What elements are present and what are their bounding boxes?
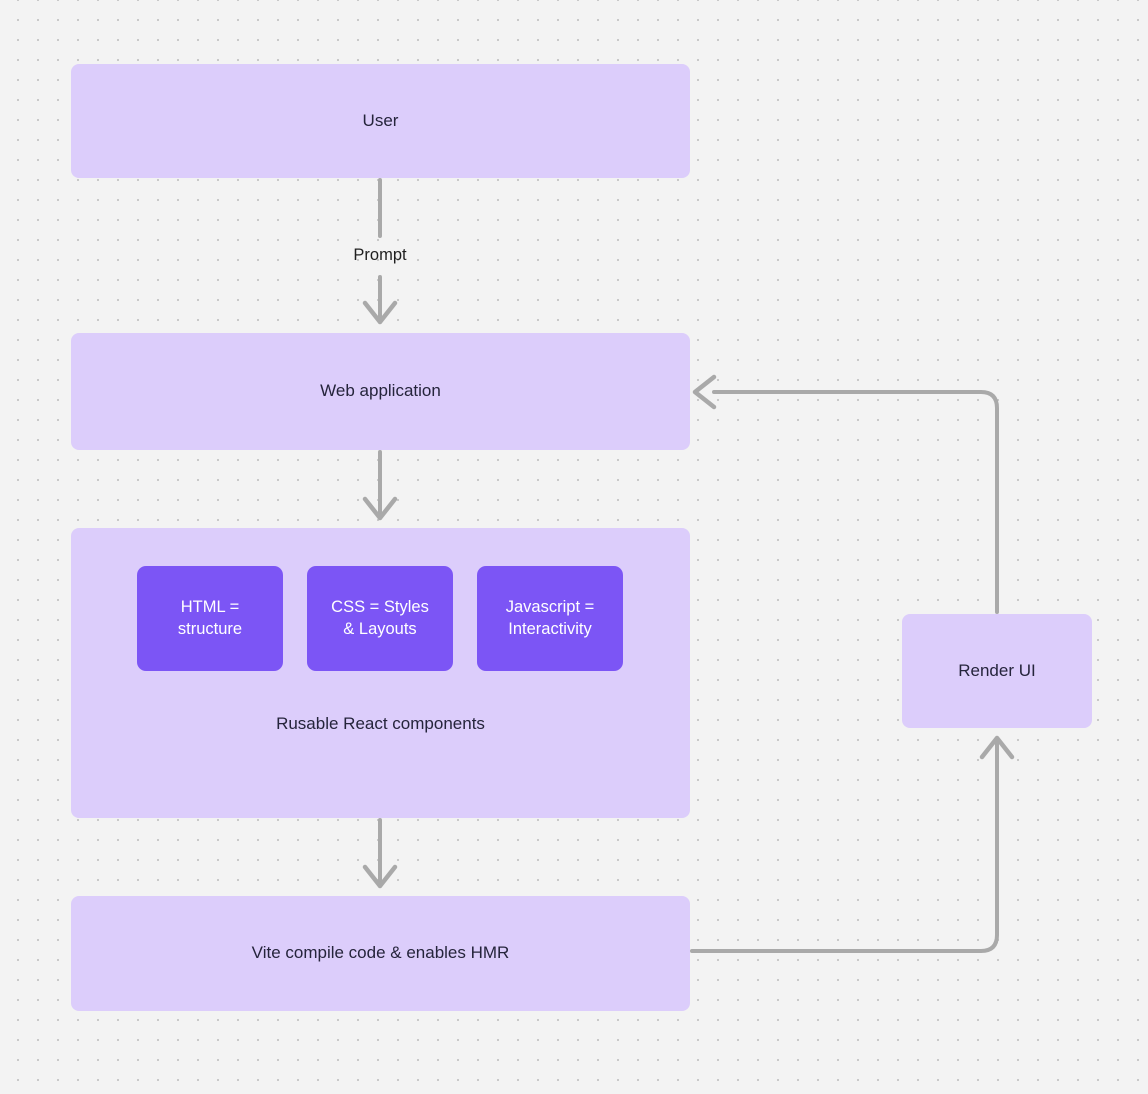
node-javascript-line2: Interactivity [508,619,592,638]
node-html-line2: structure [177,619,243,638]
node-vite[interactable]: Vite compile code & enables HMR [71,896,690,1011]
node-render-ui-label: Render UI [958,660,1036,680]
node-web-application-label: Web application [320,381,441,401]
node-user[interactable]: User [71,64,690,178]
node-html-line1: HTML = [180,597,240,616]
node-javascript-label: Javascript = Interactivity [506,597,595,641]
node-html[interactable]: HTML = structure [137,566,283,671]
node-vite-label: Vite compile code & enables HMR [251,943,510,963]
node-javascript[interactable]: Javascript = Interactivity [477,566,623,671]
node-html-label: HTML = structure [178,597,242,641]
node-render-ui[interactable]: Render UI [902,614,1092,728]
node-web-application[interactable]: Web application [71,333,690,450]
node-css-line2: & Layouts [343,619,417,638]
node-user-label: User [362,110,399,130]
edge-label-prompt: Prompt [353,246,407,264]
node-css-line1: CSS = Styles [331,597,429,616]
node-css-label: CSS = Styles & Layouts [331,597,429,641]
node-javascript-line1: Javascript = [505,597,595,616]
node-react-components-caption: Rusable React components [276,714,485,733]
node-css[interactable]: CSS = Styles & Layouts [307,566,453,671]
